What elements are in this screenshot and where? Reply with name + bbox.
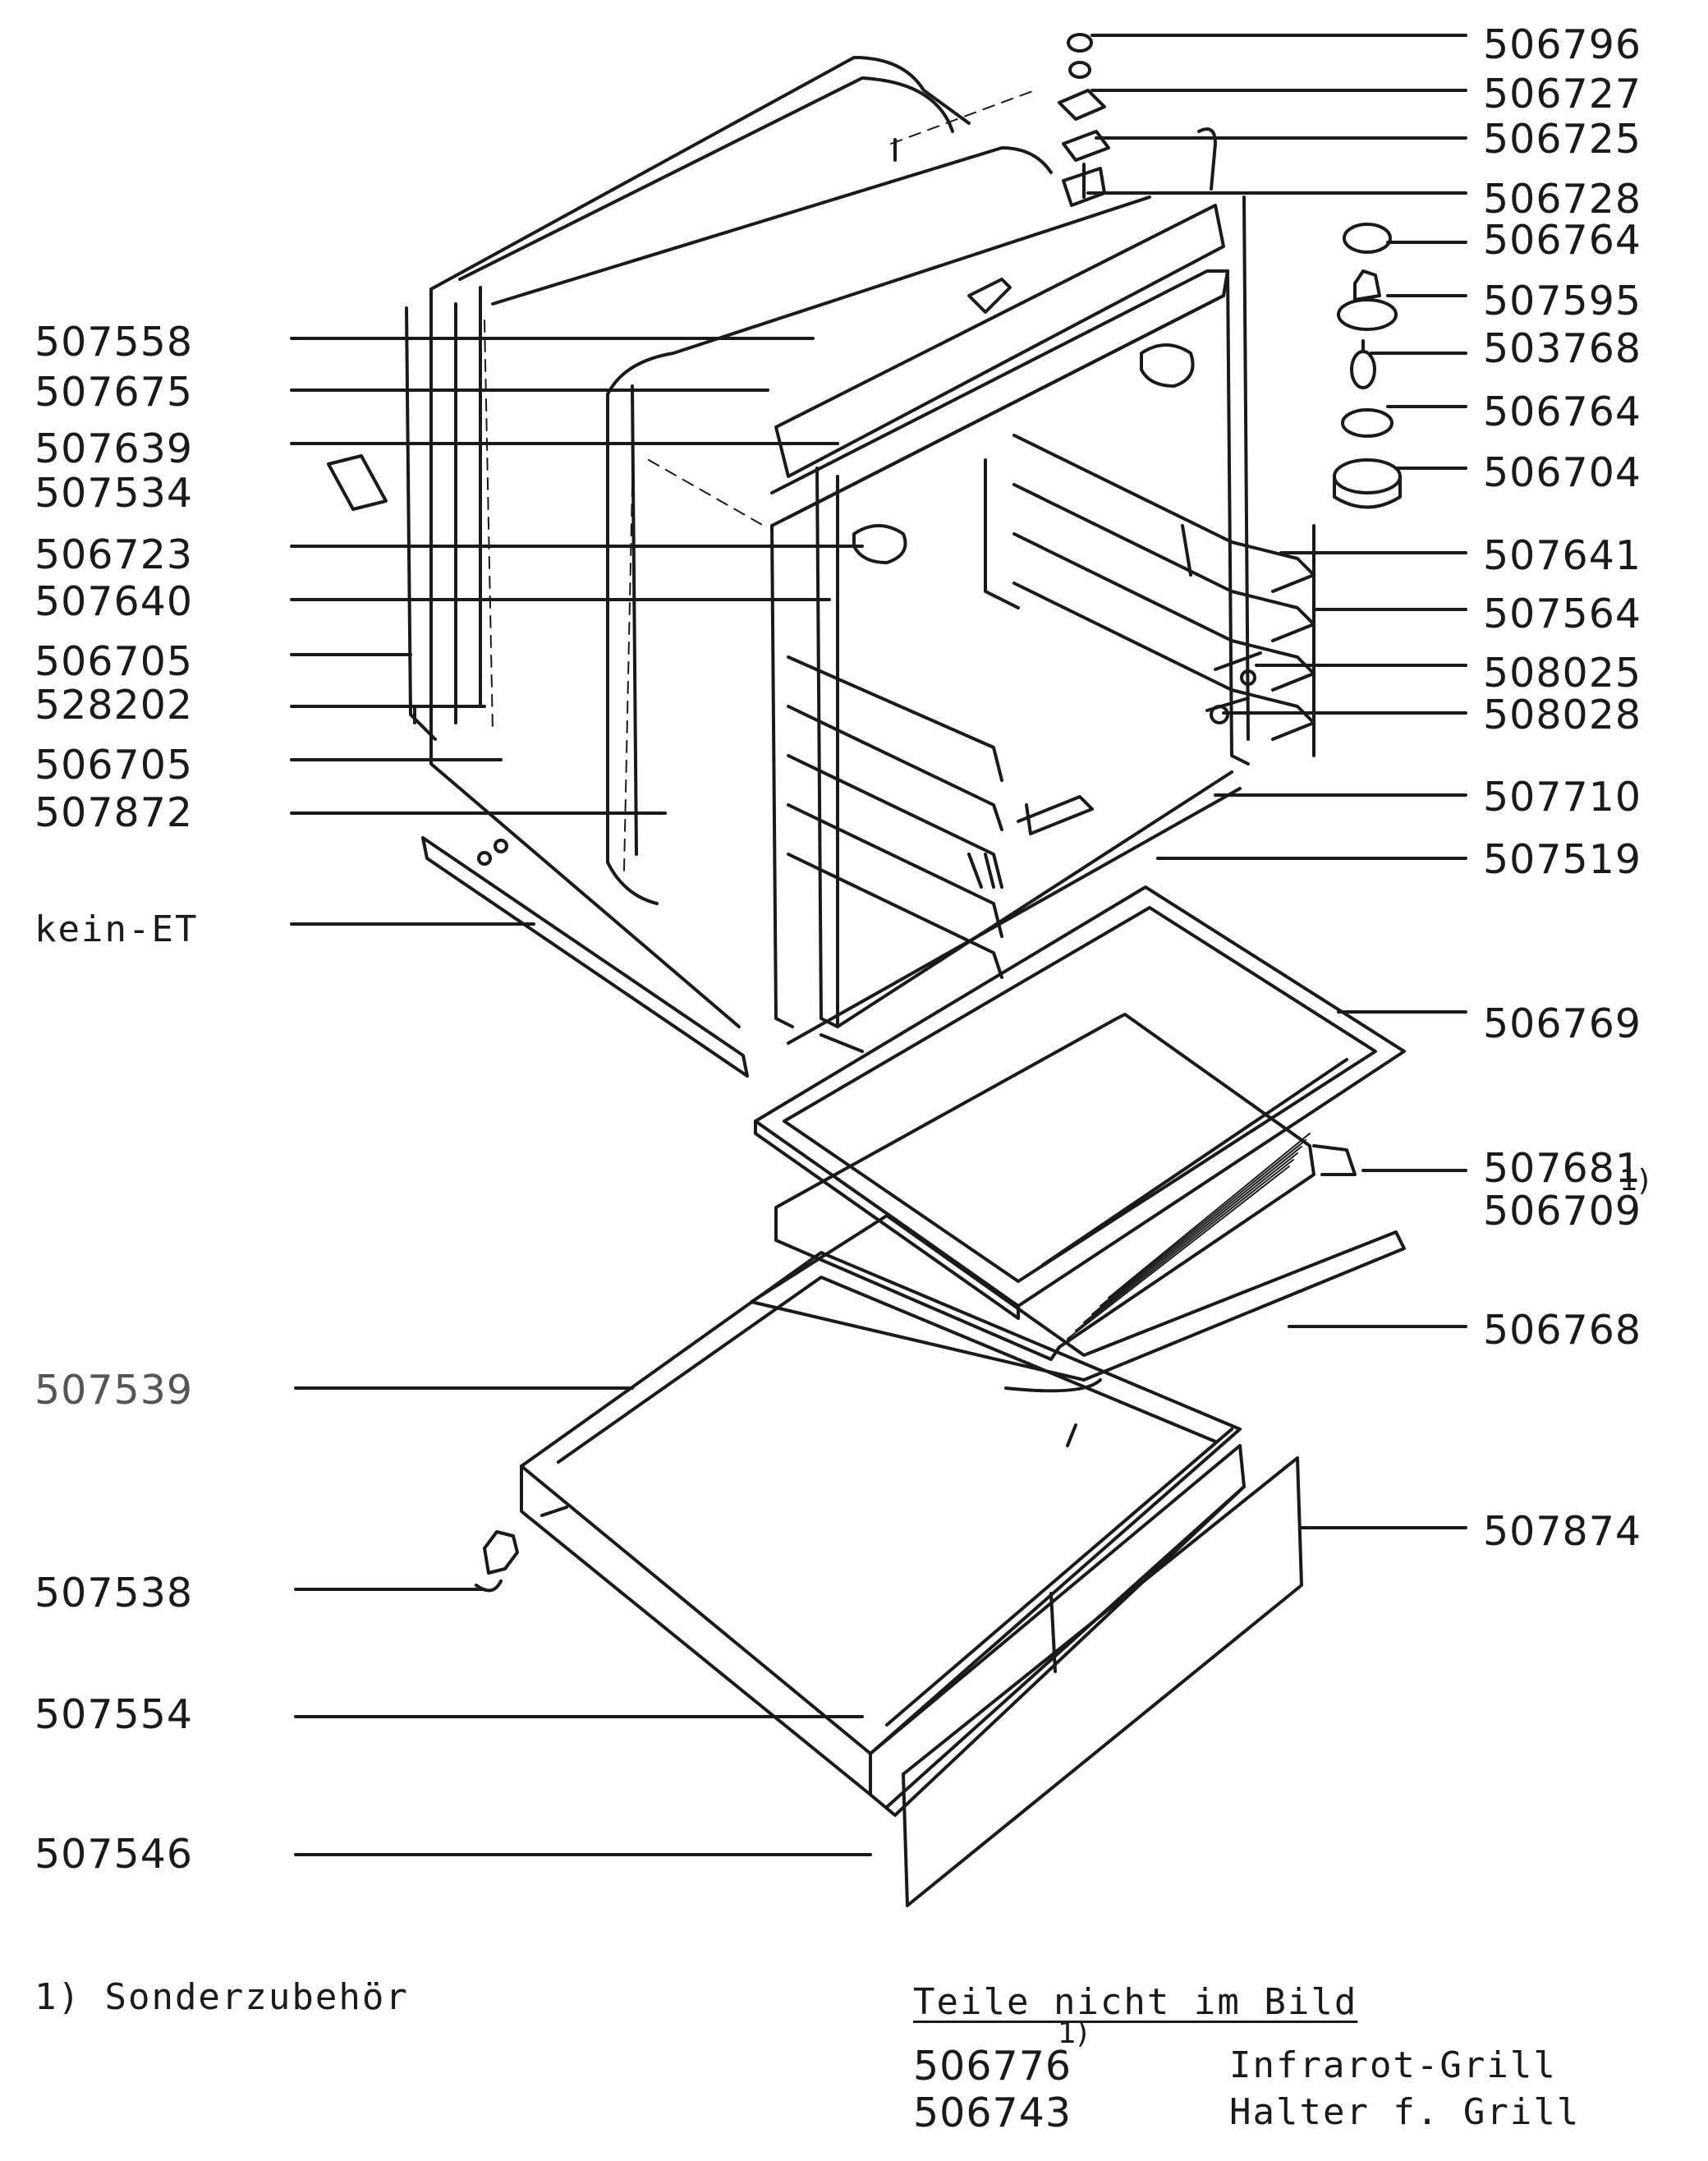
part-number-label: 507639 (34, 425, 194, 472)
grill-rack (774, 1013, 1357, 1361)
hidden-lines (484, 90, 1035, 871)
right-rack-rails (1012, 434, 1315, 757)
part-number-label: 507675 (34, 369, 194, 416)
not-shown-part-number: 506743 (913, 2090, 1072, 2136)
part-number-label: 507558 (34, 319, 194, 366)
part-number-label: 506769 (1483, 1000, 1642, 1047)
part-number-label: 507681 (1483, 1145, 1642, 1192)
part-number-label: 507872 (34, 789, 194, 836)
part-number-label: 507564 (1483, 591, 1642, 637)
screws (967, 651, 1262, 889)
drawer-front-panel (902, 1456, 1303, 1907)
part-number-label: 507640 (34, 578, 194, 625)
not-shown-part-name: Halter f. Grill (1229, 2091, 1581, 2133)
part-number-label: 528202 (34, 682, 194, 729)
part-number-label: 507546 (34, 1831, 194, 1878)
side-panel-bracket (327, 454, 749, 1078)
part-number-label: 507710 (1483, 774, 1642, 821)
enamel-tray (754, 885, 1406, 1320)
part-number-label: 506709 (1483, 1188, 1642, 1235)
not-shown-part-name: Infrarot-Grill (1229, 2044, 1557, 2086)
part-number-label: 507595 (1483, 278, 1642, 324)
part-number-label: 506704 (1483, 449, 1642, 496)
part-number-label: 506723 (34, 531, 194, 578)
footnote-marker: 1) (1619, 1164, 1650, 1198)
part-number-label: 506796 (1483, 21, 1642, 68)
slide-out-frame (750, 1214, 1406, 1447)
part-number-label: 507538 (34, 1570, 194, 1616)
part-number-label: 506705 (34, 742, 194, 789)
footnote-marker: 1) (1058, 2016, 1088, 2050)
leader-lines-right (1086, 34, 1467, 1529)
part-number-label: 508025 (1483, 650, 1642, 697)
part-number-label: 503768 (1483, 325, 1642, 372)
leader-lines-left (290, 337, 872, 1856)
drawer (520, 1251, 1246, 1817)
not-shown-part-number: 506776 (913, 2043, 1072, 2090)
part-number-label: 506764 (1483, 217, 1642, 264)
part-number-label: 506705 (34, 638, 194, 685)
left-rack-rails (787, 655, 1003, 979)
part-number-label: 507519 (1483, 836, 1642, 883)
part-number-label: 506727 (1483, 71, 1642, 117)
part-number-label: 507554 (34, 1691, 194, 1738)
footnote-text: 1) Sonderzubehör (34, 1976, 409, 2018)
part-number-label: 507534 (34, 470, 194, 517)
oven-lamp-assembly (1333, 223, 1402, 509)
oven-cavity (770, 195, 1250, 1045)
not-shown-heading: Teile nicht im Bild (913, 1981, 1358, 2023)
part-number-label: 507641 (1483, 532, 1642, 579)
part-number-label: 506725 (1483, 116, 1642, 163)
part-number-label: 507539 (34, 1367, 194, 1414)
part-number-label: 506764 (1483, 389, 1642, 435)
part-number-label: kein-ET (34, 908, 199, 950)
drawer-clip (475, 1530, 519, 1593)
part-number-label: 508028 (1483, 692, 1642, 738)
outer-housing (405, 56, 1151, 1028)
part-number-label: 506728 (1483, 176, 1642, 223)
part-number-label: 507874 (1483, 1508, 1642, 1555)
part-number-label: 506768 (1483, 1307, 1642, 1354)
top-small-parts (893, 33, 1217, 207)
